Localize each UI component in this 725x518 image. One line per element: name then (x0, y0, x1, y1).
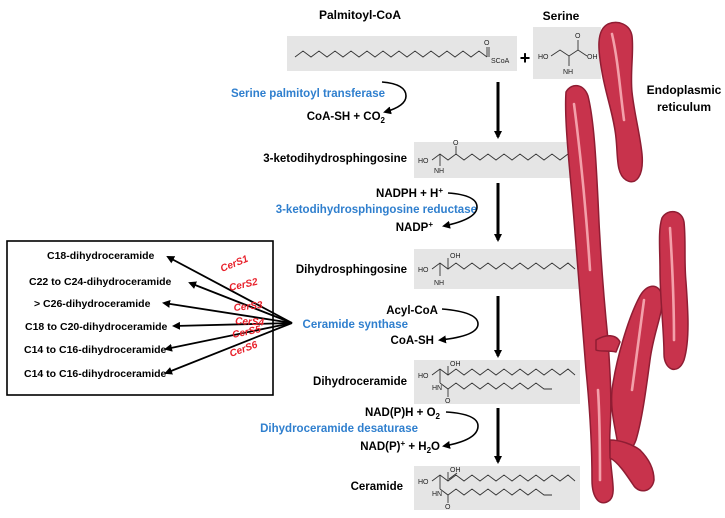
step1-curved-arrow (381, 81, 502, 139)
step2-curved-arrow (442, 183, 502, 242)
svg-text:O: O (445, 504, 451, 511)
svg-text:O: O (484, 40, 490, 47)
serine-label: Serine (543, 9, 580, 23)
svg-text:OH: OH (450, 361, 461, 368)
svg-text:NH: NH (563, 69, 573, 76)
svg-text:HN: HN (432, 491, 442, 498)
svg-text:O: O (575, 33, 581, 40)
step4-cofactor-in: NAD(P)H + O2 (365, 407, 441, 421)
ceramide-structure: HO OH HN O (414, 466, 580, 511)
dihydrosphingosine-structure: HO OH NH (414, 249, 580, 289)
cers3-label: CerS3 (233, 300, 263, 314)
plus-sign: + (520, 48, 531, 68)
cers3-product: > C26-dihydroceramide (34, 298, 151, 310)
svg-text:NH: NH (434, 280, 444, 287)
step2-cofactor-out: NADP+ (396, 220, 434, 234)
er-highlights (572, 32, 676, 482)
svg-text:OH: OH (450, 467, 461, 474)
enzyme-3-ketodihydrosphingosine-reductase: 3-ketodihydrosphingosine reductase (276, 204, 477, 216)
cers4-label: CerS4 (235, 316, 265, 329)
svg-text:HO: HO (418, 158, 429, 165)
svg-text:HO: HO (538, 54, 549, 61)
intermediate-dihydrosphingosine: Dihydrosphingosine (296, 264, 407, 276)
cers4-product: C18 to C20-dihydroceramide (25, 321, 168, 333)
ceramide-synthase-products-box (6, 240, 274, 396)
step4-cofactor-out: NAD(P)+ + H2O (360, 439, 440, 455)
cers1-product: C18-dihydroceramide (47, 250, 155, 262)
cers2-product: C22 to C24-dihydroceramide (29, 276, 172, 288)
palmitoyl-coa-structure: O SCoA (287, 36, 517, 71)
svg-text:HO: HO (418, 373, 429, 380)
cers2-label: CerS2 (228, 277, 259, 294)
svg-text:OH: OH (587, 54, 598, 61)
step3-cofactor-out: CoA-SH (391, 335, 434, 347)
coa-label: SCoA (491, 58, 510, 65)
svg-text:HN: HN (432, 385, 442, 392)
enzyme-dihydroceramide-desaturase: Dihydroceramide desaturase (260, 423, 418, 435)
organelle-label-line2: reticulum (657, 100, 711, 114)
step1-cofactor: CoA-SH + CO2 (307, 111, 386, 125)
step4-curved-arrow (442, 408, 502, 464)
dihydroceramide-structure: HO OH HN O (414, 360, 580, 405)
intermediate-dihydroceramide: Dihydroceramide (313, 376, 407, 388)
serine-structure: HO O OH NH (533, 27, 601, 79)
cers5-product: C14 to C16-dihydroceramide (24, 344, 167, 356)
palmitoyl-coa-label: Palmitoyl-CoA (319, 8, 401, 22)
svg-text:O: O (445, 398, 451, 405)
intermediate-ceramide: Ceramide (351, 481, 403, 493)
intermediate-3-ketodihydrosphingosine: 3-ketodihydrosphingosine (263, 153, 407, 165)
step3-curved-arrow (438, 296, 502, 358)
cers6-product: C14 to C16-dihydroceramide (24, 368, 167, 380)
cers-fan-arrows (162, 256, 293, 375)
svg-text:O: O (453, 140, 459, 147)
svg-text:HO: HO (418, 267, 429, 274)
step3-cofactor-in: Acyl-CoA (386, 305, 438, 317)
organelle-label-line1: Endoplasmic (647, 83, 722, 97)
svg-text:HO: HO (418, 479, 429, 486)
3-ketodihydrosphingosine-structure: HO O NH (414, 140, 580, 178)
svg-text:NH: NH (434, 168, 444, 175)
step2-cofactor-in: NADPH + H+ (376, 186, 443, 200)
enzyme-ceramide-synthase: Ceramide synthase (303, 319, 408, 331)
cers1-label: CerS1 (219, 254, 250, 275)
enzyme-serine-palmitoyl-transferase: Serine palmitoyl transferase (231, 88, 385, 100)
svg-text:OH: OH (450, 253, 461, 260)
